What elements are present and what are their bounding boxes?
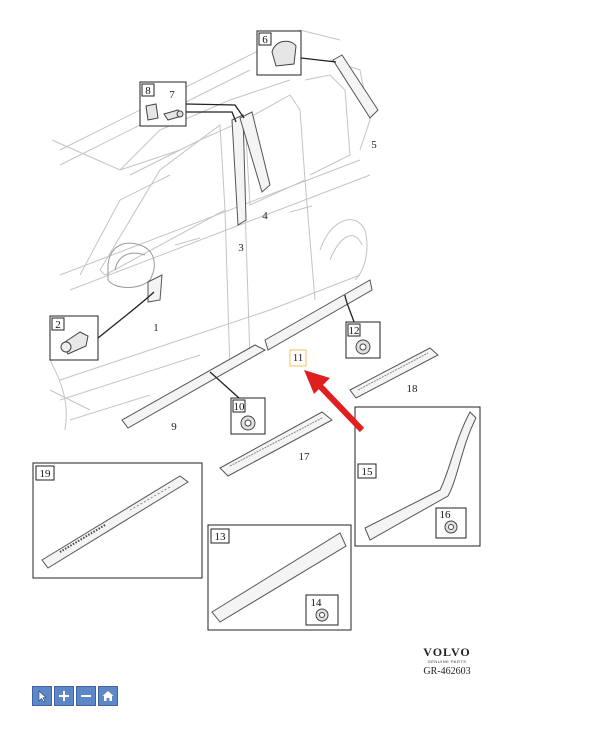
- callout-12: 12: [345, 321, 381, 359]
- part-18-sill: [349, 347, 439, 399]
- part-17-sill: [219, 411, 333, 477]
- svg-text:12: 12: [349, 325, 360, 337]
- zoom-out-icon: [81, 695, 91, 697]
- part-number-labels: 1 3 4 5 9 17 18: [153, 139, 418, 463]
- svg-text:5: 5: [371, 139, 377, 151]
- brand-tagline: GENUINE PARTS: [427, 659, 467, 664]
- brand-block: VOLVO GENUINE PARTS GR-462603: [412, 645, 482, 677]
- zoom-in-icon: [59, 691, 69, 701]
- part-5-trim: [332, 54, 379, 119]
- volvo-logo: VOLVO: [423, 645, 471, 659]
- part-1-trim: [147, 274, 163, 303]
- svg-text:15: 15: [362, 466, 374, 478]
- svg-text:1: 1: [153, 322, 159, 334]
- diagram-code: GR-462603: [423, 666, 471, 677]
- svg-text:17: 17: [299, 451, 311, 463]
- svg-text:6: 6: [262, 34, 268, 46]
- part-3-pillar: [231, 114, 247, 226]
- svg-text:16: 16: [440, 509, 452, 521]
- callout-15: 15 16: [354, 406, 481, 547]
- svg-text:7: 7: [169, 89, 175, 101]
- svg-text:18: 18: [407, 383, 419, 395]
- callout-6: 6: [256, 30, 302, 76]
- cursor-icon: [38, 690, 47, 703]
- callout-13: 13 14: [207, 524, 352, 631]
- svg-text:11: 11: [293, 352, 304, 364]
- svg-text:14: 14: [311, 597, 323, 609]
- callout-7-8: 8 7: [139, 81, 187, 127]
- zoom-out-button[interactable]: [76, 686, 96, 706]
- svg-text:4: 4: [262, 210, 268, 222]
- cursor-button[interactable]: [32, 686, 52, 706]
- part-4-panel: [239, 111, 271, 193]
- callout-19: 19: [32, 462, 203, 579]
- home-button[interactable]: [98, 686, 118, 706]
- svg-text:9: 9: [171, 421, 177, 433]
- svg-text:8: 8: [145, 85, 151, 97]
- diagram-toolbar: [32, 686, 118, 706]
- part-9-moulding: [121, 344, 267, 429]
- car-outline: [49, 29, 371, 431]
- callout-2: 2: [49, 315, 99, 361]
- callout-10: 10: [230, 397, 266, 435]
- home-icon: [102, 691, 114, 701]
- highlighted-part-11[interactable]: 11: [289, 349, 307, 367]
- svg-text:2: 2: [55, 319, 61, 331]
- zoom-in-button[interactable]: [54, 686, 74, 706]
- svg-text:13: 13: [215, 531, 227, 543]
- svg-text:10: 10: [234, 401, 246, 413]
- svg-text:3: 3: [238, 242, 244, 254]
- svg-text:19: 19: [40, 468, 52, 480]
- red-arrow-icon: [304, 370, 365, 433]
